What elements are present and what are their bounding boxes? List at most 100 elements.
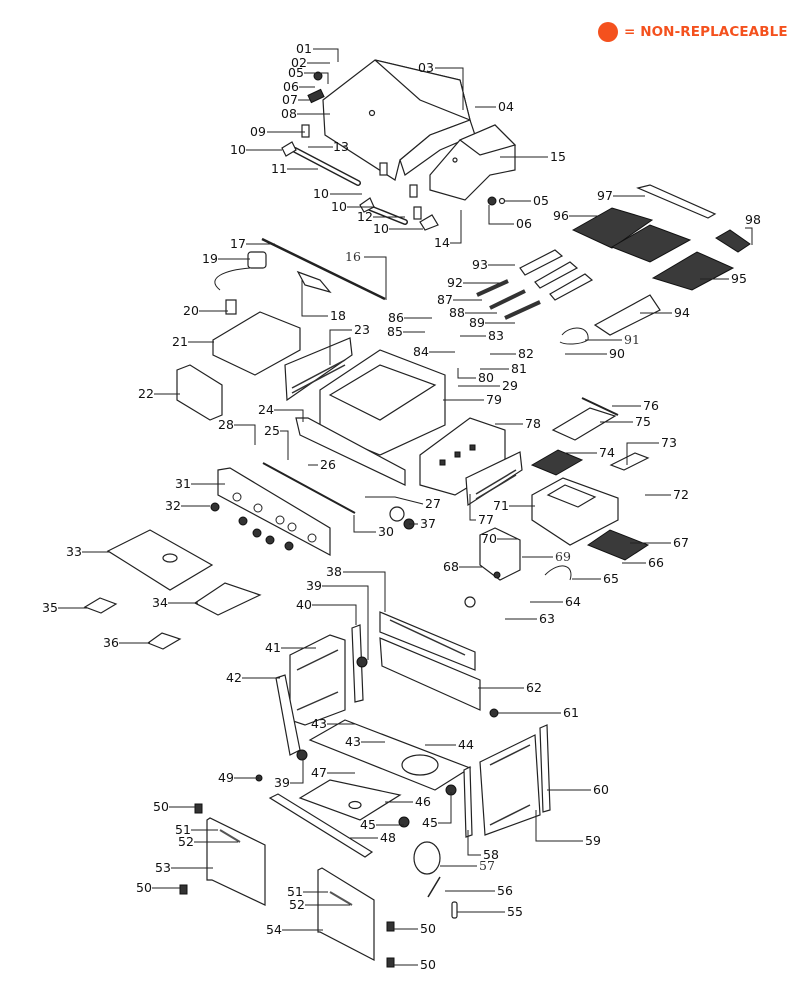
part-label-58: 58 [483,847,499,862]
part-label-40: 40 [296,597,312,612]
part-label-93: 93 [472,257,488,272]
part-label-66: 66 [648,555,664,570]
part-label-64: 64 [565,594,581,609]
leader-line-16 [364,256,387,300]
part-label-36: 36 [103,635,119,650]
part-label-37: 37 [420,516,436,531]
leader-line-58 [467,830,481,856]
part-label-71: 71 [493,498,509,513]
part-label-88: 88 [449,305,465,320]
leader-line-38 [343,571,386,612]
part-label-13: 13 [333,139,349,154]
part-label-94: 94 [674,305,690,320]
part-label-85: 85 [387,324,403,339]
part-label-62: 62 [526,680,542,695]
leader-line-73 [626,442,659,465]
part-label-52a: 52 [178,834,194,849]
part-label-77: 77 [478,512,494,527]
part-label-17: 17 [230,236,246,251]
part-label-68: 68 [443,559,459,574]
part-label-73: 73 [661,435,677,450]
leader-line-05a [304,72,329,84]
part-label-87: 87 [437,292,453,307]
leader-line-59 [535,810,583,842]
part-label-29: 29 [502,378,518,393]
part-label-05a: 05 [288,65,304,80]
part-label-25: 25 [264,423,280,438]
part-label-30: 30 [378,524,394,539]
part-label-55: 55 [507,904,523,919]
part-label-21: 21 [172,334,188,349]
leader-line-24 [274,409,304,422]
part-label-12: 12 [357,209,373,224]
part-label-10b: 10 [313,186,329,201]
leader-line-80 [457,368,476,379]
leader-line-45b [438,792,452,824]
part-label-53: 53 [155,860,171,875]
part-label-50c: 50 [420,921,436,936]
part-label-84: 84 [413,344,429,359]
part-label-95: 95 [731,271,747,286]
part-label-89: 89 [469,315,485,330]
leader-line-98 [745,227,753,245]
part-label-50d: 50 [420,957,436,972]
part-label-54: 54 [266,922,282,937]
part-label-97: 97 [597,188,613,203]
part-label-79: 79 [486,392,502,407]
leader-line-40 [312,604,357,625]
part-label-92: 92 [447,275,463,290]
part-label-49: 49 [218,770,234,785]
part-label-22: 22 [138,386,154,401]
leader-line-28 [234,424,256,445]
burners [519,249,594,301]
part-label-38: 38 [326,564,342,579]
part-label-15: 15 [550,149,566,164]
part-label-75: 75 [635,414,651,429]
part-label-10c: 10 [331,199,347,214]
part-label-98: 98 [745,212,761,227]
leader-lines [58,48,753,966]
part-label-10d: 10 [373,221,389,236]
part-label-42: 42 [226,670,242,685]
part-label-26: 26 [320,457,336,472]
part-label-33: 33 [66,544,82,559]
part-label-69: 69 [555,549,571,564]
legend: = NON-REPLACEABLE [598,20,788,44]
leader-line-39b [290,758,304,784]
leader-line-25 [280,430,289,460]
part-label-48: 48 [380,830,396,845]
part-label-61: 61 [563,705,579,720]
side-burner-hood [429,124,517,201]
legend-text: = NON-REPLACEABLE [624,24,788,40]
part-label-35: 35 [42,600,58,615]
leader-line-01 [313,48,339,62]
part-label-27: 27 [425,496,441,511]
part-label-39b: 39 [274,775,290,790]
part-label-43b: 43 [345,734,361,749]
part-label-43a: 43 [311,716,327,731]
leader-line-18 [301,280,328,317]
vent-23 [291,359,346,394]
part-label-39a: 39 [306,578,322,593]
part-label-03: 03 [418,60,434,75]
non-replaceable-marker-icon [598,22,618,42]
leader-line-03 [435,67,464,110]
part-label-70: 70 [481,531,497,546]
part-label-05b: 05 [533,193,549,208]
part-label-11: 11 [271,161,287,176]
part-label-72: 72 [673,487,689,502]
part-label-91: 91 [624,332,640,347]
part-label-56: 56 [497,883,513,898]
part-label-96: 96 [553,208,569,223]
part-label-50a: 50 [153,799,169,814]
part-label-67: 67 [673,535,689,550]
part-label-44: 44 [458,737,474,752]
part-label-82: 82 [518,346,534,361]
part-label-08: 08 [281,106,297,121]
leader-line-06b [488,205,514,225]
leader-line-27 [365,496,424,505]
part-label-86: 86 [388,310,404,325]
part-label-19: 19 [202,251,218,266]
